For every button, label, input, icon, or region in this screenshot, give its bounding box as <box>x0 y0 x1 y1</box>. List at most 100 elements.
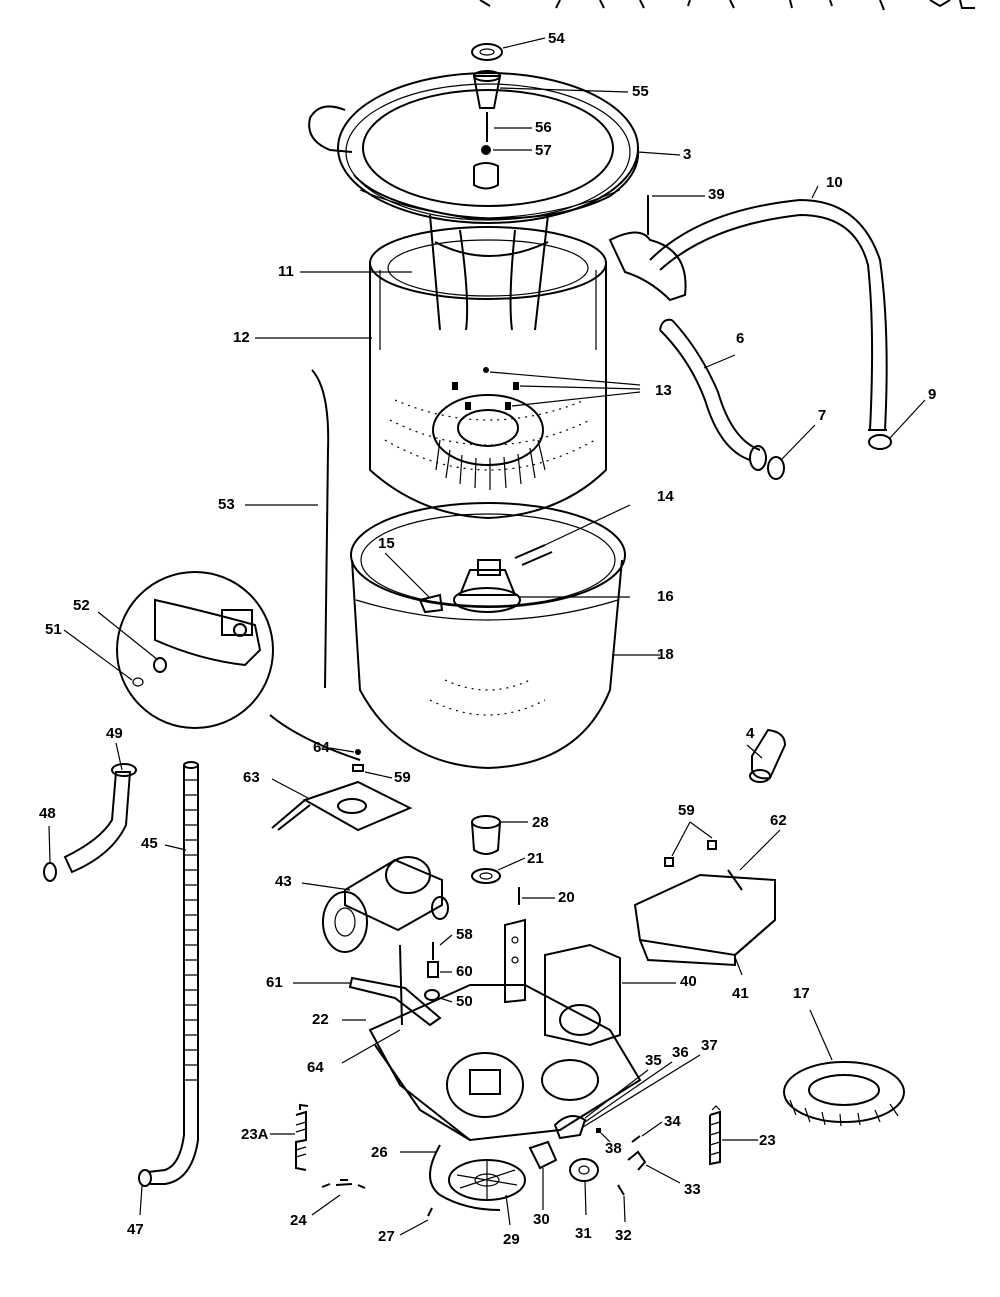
pin-part-32 <box>617 1184 626 1223</box>
callout-13: 13 <box>655 382 672 399</box>
callout-59-upper: 59 <box>394 769 411 786</box>
callout-55: 55 <box>632 83 649 100</box>
spring-parts-33-34 <box>627 1121 681 1184</box>
callout-49: 49 <box>106 725 123 742</box>
callout-11: 11 <box>278 263 294 280</box>
bracket-part-63 <box>271 747 413 832</box>
pump-part-43 <box>301 856 449 953</box>
callout-34: 34 <box>664 1113 681 1130</box>
callout-26: 26 <box>371 1144 388 1161</box>
callout-27: 27 <box>378 1228 395 1245</box>
clip-part-24 <box>311 1179 366 1216</box>
callout-14: 14 <box>657 488 674 505</box>
callout-30: 30 <box>533 1211 550 1228</box>
callout-62: 62 <box>770 812 787 829</box>
spring-part-23A <box>270 1103 309 1171</box>
gearcase-base <box>368 918 642 1142</box>
callout-50: 50 <box>456 993 473 1010</box>
callout-63: 63 <box>243 769 260 786</box>
callout-31: 31 <box>575 1225 592 1242</box>
callout-37: 37 <box>701 1037 718 1054</box>
callout-23: 23 <box>759 1132 776 1149</box>
callout-64-upper: 64 <box>313 739 330 756</box>
belt-part-27 <box>399 1207 433 1236</box>
callout-35: 35 <box>645 1052 662 1069</box>
callout-17: 17 <box>793 985 810 1002</box>
callout-48: 48 <box>39 805 56 822</box>
callout-24: 24 <box>290 1212 307 1229</box>
brace-part-61 <box>293 944 442 1064</box>
cover-part-41 <box>633 873 776 976</box>
callout-4: 4 <box>746 725 755 742</box>
callout-23A: 23A <box>241 1126 269 1143</box>
coupler-parts-28-21-20 <box>471 815 555 905</box>
callout-54: 54 <box>548 30 565 47</box>
parts-35-36-37-38 <box>553 1054 701 1143</box>
callout-39: 39 <box>708 186 725 203</box>
bolts-part-13 <box>452 367 641 410</box>
washer-part-48 <box>43 825 57 882</box>
callout-15: 15 <box>378 535 395 552</box>
rod-part-53 <box>245 369 330 689</box>
spring-part-23 <box>709 1105 758 1166</box>
callout-38: 38 <box>605 1140 622 1157</box>
seal-parts-14-15-16 <box>384 504 631 614</box>
callout-61: 61 <box>266 974 283 991</box>
callout-57: 57 <box>535 142 552 159</box>
callout-32: 32 <box>615 1227 632 1244</box>
tub-ring-part-3 <box>308 72 681 224</box>
callout-28: 28 <box>532 814 549 831</box>
callout-16: 16 <box>657 588 674 605</box>
callout-47: 47 <box>127 1221 144 1238</box>
top-edge-fragments <box>479 0 975 11</box>
hose-part-10 <box>608 185 888 431</box>
callout-58: 58 <box>456 926 473 943</box>
idler-part-30 <box>528 1140 558 1210</box>
detail-inset-51-52 <box>63 571 361 761</box>
outer-tub-part-18 <box>350 502 660 770</box>
callout-64-lower: 64 <box>307 1059 324 1076</box>
callout-10: 10 <box>826 174 843 191</box>
screw-part-39 <box>647 195 705 235</box>
callout-33: 33 <box>684 1181 701 1198</box>
callout-56: 56 <box>535 119 552 136</box>
callout-3: 3 <box>683 146 692 163</box>
pulley-part-31 <box>569 1158 599 1216</box>
callout-36: 36 <box>672 1044 689 1061</box>
agitator-parts-55-56-57 <box>472 70 629 190</box>
capacitor-part-4 <box>746 728 787 783</box>
callout-45: 45 <box>141 835 158 852</box>
fastener-parts-58-60-50 <box>424 934 453 1003</box>
callout-22: 22 <box>312 1011 329 1028</box>
callout-53: 53 <box>218 496 235 513</box>
callout-29: 29 <box>503 1231 520 1248</box>
pulley-part-29 <box>448 1159 526 1226</box>
hose-part-6 <box>659 318 767 471</box>
callout-21: 21 <box>527 850 544 867</box>
callout-41: 41 <box>732 985 749 1002</box>
callout-12: 12 <box>233 329 250 346</box>
hose-part-45 <box>147 761 199 1185</box>
callout-20: 20 <box>558 889 575 906</box>
belt-part-26 <box>400 1144 501 1211</box>
callout-43: 43 <box>275 873 292 890</box>
motor-part-40 <box>544 943 676 1047</box>
ring-gear-part-17 <box>783 1009 905 1127</box>
callout-6: 6 <box>736 330 745 347</box>
cap-part-54 <box>471 37 546 61</box>
callout-18: 18 <box>657 646 674 663</box>
wash-basket-part-12 <box>255 214 607 520</box>
screws-part-59-62 <box>664 821 781 891</box>
washer-part-7 <box>767 424 816 480</box>
callout-51: 51 <box>45 621 62 638</box>
washer-part-47 <box>138 1169 152 1216</box>
clamp-part-9 <box>868 399 926 450</box>
callout-9: 9 <box>928 386 937 403</box>
elbow-part-49 <box>63 742 137 874</box>
callout-7: 7 <box>818 407 827 424</box>
callout-60: 60 <box>456 963 473 980</box>
callout-59-right: 59 <box>678 802 695 819</box>
callout-52: 52 <box>73 597 90 614</box>
